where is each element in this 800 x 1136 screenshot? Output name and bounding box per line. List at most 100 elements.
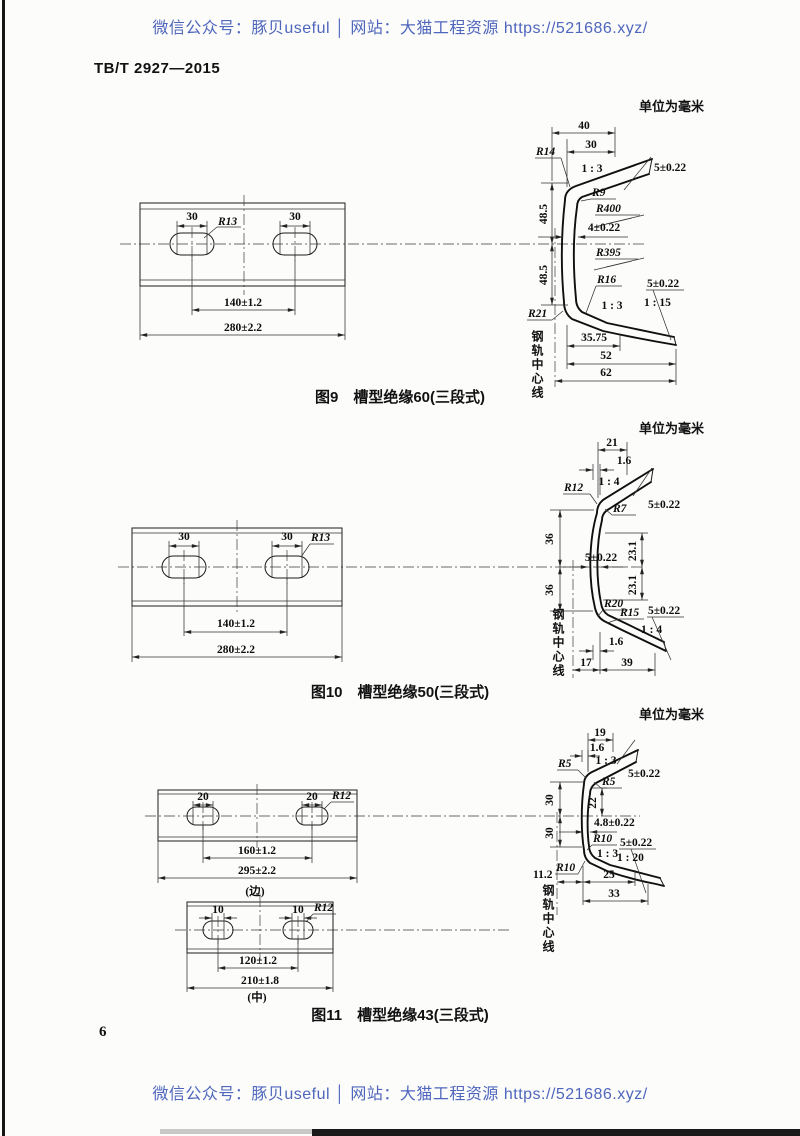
fig9-sec-width-inner: 30 (585, 139, 597, 151)
document-number: TB/T 2927—2015 (94, 60, 221, 77)
fig10-profile-outer (589, 468, 667, 652)
fig9-sec-radius-web-lower: R395 (595, 247, 621, 259)
fig10-caption: 图10 槽型绝缘50(三段式) (310, 684, 490, 701)
fig9-sec-thickness-top: 5±0.22 (654, 162, 686, 174)
fig10-rail-centerline-label: 钢轨中心线 (551, 608, 565, 678)
fig9-sec-slope-top: 1 : 3 (581, 163, 602, 175)
fig9-plan-slot-width-right: 30 (289, 211, 301, 223)
fig10-plan-slot-width-left: 30 (178, 531, 190, 543)
fig11-edge-length: 295±2.2 (238, 865, 276, 877)
fig9-sec-width-top: 40 (578, 120, 590, 132)
fig11-mid-slot-width-right: 10 (292, 904, 304, 916)
fig9-sec-slope-bottom: 1 : 3 (601, 300, 622, 312)
fig11-mid-hole-spacing: 120±1.2 (239, 955, 277, 967)
fig11-sec-slope-top: 1 : 3 (595, 755, 616, 767)
fig10-sec-height-lower: 36 (544, 584, 556, 596)
fig9-sec-dim-35-75: 35.75 (581, 332, 607, 344)
fig11-mid-length: 210±1.8 (241, 975, 279, 987)
fig10-drawing: 30 30 R13 140±1.2 280±2.2 21 1.6 1 : 4 R… (118, 437, 684, 678)
fig10-plan-slot-width-right: 30 (281, 531, 293, 543)
fig11-sec-thickness-top: 5±0.22 (628, 768, 660, 780)
fig11-edge-slot-radius: R12 (331, 790, 351, 802)
scan-left-border (2, 0, 5, 1136)
fig11-sec-slope-foot: 1 : 20 (617, 852, 644, 864)
fig11-mid-tag: (中) (247, 990, 266, 1004)
fig9-sec-radius-inner-top: R9 (591, 187, 606, 199)
fig10-plan-hole-spacing: 140±1.2 (217, 618, 255, 630)
fig11-caption: 图11 槽型绝缘43(三段式) (311, 1007, 489, 1024)
fig10-sec-slope-bottom: 1 : 4 (641, 624, 662, 636)
fig9-units-label: 单位为毫米 (638, 99, 704, 114)
fig9-sec-radius-inner-bottom: R16 (596, 274, 616, 286)
fig9-plan-view: 30 30 R13 140±1.2 280±2.2 (120, 195, 645, 340)
page-number: 6 (99, 1024, 107, 1040)
fig9-plan-hole-spacing: 140±1.2 (224, 297, 262, 309)
fig10-sec-slope-top: 1 : 4 (598, 476, 619, 488)
fig9-caption: 图9 槽型绝缘60(三段式) (314, 389, 486, 406)
fig11-edge-slot-width-right: 20 (306, 791, 318, 803)
fig9-plan-length: 280±2.2 (224, 322, 262, 334)
fig10-sec-thickness-top: 5±0.22 (648, 499, 680, 511)
fig9-rail-centerline-label: 钢轨中心线 (530, 330, 544, 400)
fig11-edge-slot-width-left: 20 (197, 791, 209, 803)
fig10-sec-width-top: 21 (606, 437, 618, 449)
fig10-sec-dim-23-1-lower: 23.1 (627, 575, 639, 595)
fig11-profile-outer (580, 749, 665, 887)
fig10-sec-offset-bottom: 1.6 (609, 636, 624, 648)
fig11-sec-height-lower: 30 (544, 827, 556, 839)
fig11-edge-hole-spacing: 160±1.2 (238, 845, 276, 857)
fig9-sec-height-upper: 48.5 (538, 204, 550, 224)
fig9-profile-inner (572, 173, 675, 338)
fig11-sec-slope-bottom: 1 : 3 (597, 848, 618, 860)
fig10-sec-web-thickness: 5±0.22 (585, 552, 617, 564)
fig10-sec-radius-inner-bottom: R20 (603, 598, 623, 610)
fig9-sec-dim-62: 62 (600, 367, 612, 379)
fig11-sec-radius-outer-bottom: R10 (555, 862, 575, 874)
fig11-sec-dim-11-2: 11.2 (533, 869, 553, 881)
fig10-sec-dim-17: 17 (580, 657, 592, 669)
scan-bottom-smudge (160, 1129, 325, 1134)
fig11-sec-radius-inner-top: R5 (601, 776, 616, 788)
fig11-profile-inner (586, 761, 661, 879)
fig10-sec-dim-23-1-upper: 23.1 (627, 541, 639, 561)
fig11-sec-dim-22: 22 (587, 797, 599, 809)
fig10-units-label: 单位为毫米 (638, 421, 704, 436)
fig11-sec-thickness-bottom: 5±0.22 (620, 837, 652, 849)
fig11-sec-offset-top: 1.6 (590, 742, 605, 754)
fig11-sec-radius-inner-bottom: R10 (592, 833, 612, 845)
fig11-plan-edge-view: 20 20 R12 160±1.2 295±2.2 (边) (145, 784, 640, 898)
fig9-sec-radius-web-upper: R400 (595, 203, 621, 215)
fig9-sec-radius-outer-top: R14 (535, 146, 555, 158)
fig11-edge-tag: (边) (245, 884, 264, 898)
fig10-sec-radius-bottom: R15 (619, 607, 639, 619)
fig9-plan-slot-width-left: 30 (186, 211, 198, 223)
fig10-sec-offset-top: 1.6 (617, 455, 632, 467)
fig11-section-view: 19 1.6 1 : 3 R5 R5 5±0.22 30 30 22 4.8±0… (533, 727, 665, 915)
fig9-plan-slot-radius: R13 (217, 216, 237, 228)
fig11-sec-dim-25: 25 (603, 869, 615, 881)
fig11-mid-slot-width-left: 10 (212, 904, 224, 916)
fig9-sec-thickness-bottom: 5±0.22 (647, 278, 679, 290)
fig10-section-view: 21 1.6 1 : 4 R12 R7 5±0.22 23.1 23.1 5±0… (544, 437, 684, 678)
fig11-drawing: 20 20 R12 160±1.2 295±2.2 (边) 10 10 R12 … (145, 727, 665, 1004)
fig9-sec-height-lower: 48.5 (538, 265, 550, 285)
fig11-sec-radius-outer-top: R5 (557, 758, 572, 770)
fig9-sec-radius-outer-bottom: R21 (527, 308, 547, 320)
fig11-rail-centerline-label: 钢轨中心线 (541, 884, 555, 954)
header-promo-text: 微信公众号：豚贝useful │ 网站：大猫工程资源 https://52168… (152, 20, 648, 37)
fig11-sec-width-top: 19 (594, 727, 606, 739)
fig9-sec-web-thickness: 4±0.22 (588, 222, 620, 234)
fig10-profile-inner (596, 481, 665, 643)
fig10-sec-radius-inner-top: R7 (612, 503, 628, 515)
fig10-plan-view: 30 30 R13 140±1.2 280±2.2 (118, 520, 645, 662)
fig11-plan-mid-view: 10 10 R12 120±1.2 210±1.8 (中) (175, 896, 510, 1004)
fig11-sec-height-upper: 30 (544, 794, 556, 806)
fig10-sec-dim-39: 39 (621, 657, 633, 669)
fig11-sec-dim-33: 33 (608, 888, 620, 900)
fig10-plan-length: 280±2.2 (217, 644, 255, 656)
fig9-sec-dim-52: 52 (600, 350, 612, 362)
fig9-drawing: 30 30 R13 140±1.2 280±2.2 40 30 1 : 3 R1… (120, 120, 686, 387)
scan-bottom-bar (312, 1129, 800, 1136)
fig9-section-view: 40 30 1 : 3 R14 5±0.22 R9 R400 48.5 48.5… (527, 120, 686, 387)
